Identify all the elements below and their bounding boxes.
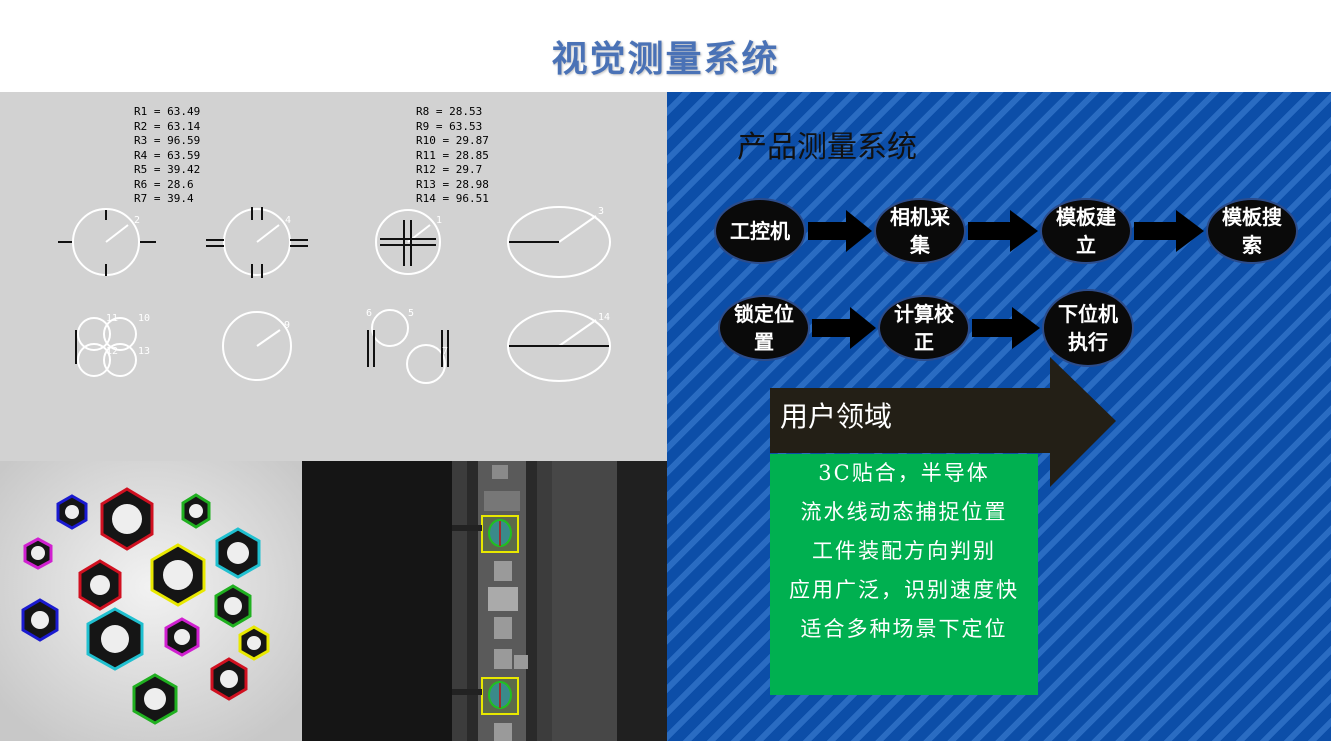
measurement-value: R4 = 63.59 xyxy=(134,148,201,162)
circle-label: 6 xyxy=(366,308,372,319)
circle-label: 10 xyxy=(138,313,150,324)
hex-nut-detection-image xyxy=(0,461,302,741)
measurement-list-right: R8 = 28.53 R9 = 63.53 R10 = 29.87 R11 = … xyxy=(416,105,489,207)
circle-label: 5 xyxy=(408,308,414,319)
flow-node-template-build: 模板建立 xyxy=(1040,198,1132,264)
measurement-value: R3 = 96.59 xyxy=(134,134,201,147)
circle-label: 1 xyxy=(436,215,442,226)
measurement-value: R10 = 29.87 xyxy=(416,134,489,147)
flow-node-camera-capture: 相机采集 xyxy=(874,198,966,264)
circle-label: 4 xyxy=(285,215,291,226)
product-measurement-system-panel: 产品测量系统 工控机 相机采集 模板建立 模板搜索 锁定位置 计算校正 下位机执… xyxy=(667,92,1331,741)
user-domain-item: 流水线动态捕捉位置 xyxy=(800,500,1008,524)
flow-node-label: 工控机 xyxy=(730,219,790,243)
page-title: 视觉测量系统 xyxy=(551,39,780,80)
flow-node-label: 相机采集 xyxy=(890,205,950,257)
flow-node-label: 锁定位置 xyxy=(734,302,794,354)
flow-node-ipc: 工控机 xyxy=(714,198,806,264)
pcb-drawing xyxy=(302,461,667,741)
circle-label: 2 xyxy=(134,215,140,226)
circle-label: 3 xyxy=(598,206,604,217)
flow-node-label: 模板搜索 xyxy=(1222,205,1282,257)
circle-label: 7 xyxy=(442,346,448,357)
measured-circles-drawing: 2 4 1 3 11 10 12 13 9 6 5 7 14 xyxy=(58,206,611,384)
measurement-list-left: R1 = 63.49 R2 = 63.14 R3 = 96.59 R4 = 63… xyxy=(134,105,200,207)
flow-node-template-search: 模板搜索 xyxy=(1206,198,1298,264)
user-domain-item: 应用广泛，识别速度快 xyxy=(789,578,1019,602)
measurement-value: R14 = 96.51 xyxy=(416,192,489,205)
flow-node-label: 下位机执行 xyxy=(1058,302,1118,354)
user-domain-item: 适合多种场景下定位 xyxy=(800,617,1008,641)
user-domain-title: 用户领域 xyxy=(780,400,893,433)
measurement-value: R2 = 63.14 xyxy=(134,119,201,133)
user-domain-item: 工件装配方向判别 xyxy=(812,539,996,563)
flow-arrow-icon xyxy=(968,210,1038,252)
user-domain-arrow-icon xyxy=(770,357,1116,487)
flow-arrow-icon xyxy=(1134,210,1204,252)
flow-node-calc-correction: 计算校正 xyxy=(878,295,970,361)
circle-label: 9 xyxy=(284,320,290,331)
flow-arrow-icon xyxy=(808,210,872,252)
user-domain-list: 3C贴合，半导体 流水线动态捕捉位置 工件装配方向判别 应用广泛，识别速度快 适… xyxy=(770,454,1038,695)
measurement-value: R1 = 63.49 xyxy=(134,105,201,118)
circle-measurement-panel: R1 = 63.49 R2 = 63.14 R3 = 96.59 R4 = 63… xyxy=(0,92,667,461)
measurement-value: R7 = 39.4 xyxy=(134,192,194,205)
flow-node-plc-execute: 下位机执行 xyxy=(1042,289,1134,367)
measurement-value: R6 = 28.6 xyxy=(134,177,194,191)
circle-label: 13 xyxy=(138,346,150,357)
flow-arrow-icon xyxy=(812,307,876,349)
measurement-value: R5 = 39.42 xyxy=(134,163,201,176)
measurement-value: R9 = 63.53 xyxy=(416,119,483,133)
pcb-component-detection-image xyxy=(302,461,667,741)
system-subtitle: 产品测量系统 xyxy=(737,130,917,165)
flow-node-lock-position: 锁定位置 xyxy=(718,295,810,361)
flow-node-label: 计算校正 xyxy=(894,302,954,354)
hex-nuts-drawing xyxy=(0,461,302,741)
circle-label: 12 xyxy=(106,346,118,357)
measurement-value: R8 = 28.53 xyxy=(416,105,483,118)
circle-label: 14 xyxy=(598,312,610,323)
flow-node-label: 模板建立 xyxy=(1056,205,1116,257)
measurement-value: R11 = 28.85 xyxy=(416,148,489,162)
circle-label: 11 xyxy=(106,313,118,324)
flow-arrow-icon xyxy=(972,307,1040,349)
measurement-value: R12 = 29.7 xyxy=(416,163,483,176)
measurement-value: R13 = 28.98 xyxy=(416,177,489,191)
user-domain-item: 3C贴合，半导体 xyxy=(818,461,990,485)
